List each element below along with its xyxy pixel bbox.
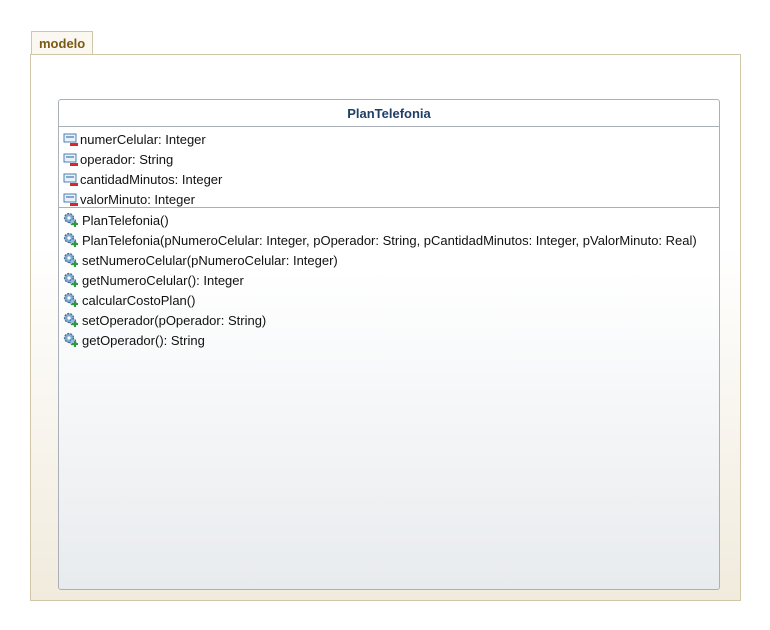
operations-compartment: PlanTelefonia() PlanTelefonia(pNumeroCel… [59, 208, 719, 350]
operation-row[interactable]: PlanTelefonia(pNumeroCelular: Integer, p… [59, 230, 719, 250]
class-box[interactable]: PlanTelefonia numerCelular: Integer oper… [58, 99, 720, 590]
public-operation-icon [63, 312, 78, 327]
attribute-text: numerCelular: Integer [80, 131, 206, 147]
public-operation-icon [63, 292, 78, 307]
class-name: PlanTelefonia [59, 100, 719, 127]
public-operation-icon [63, 272, 78, 287]
operation-text: getOperador(): String [82, 332, 205, 348]
private-attribute-icon [63, 193, 78, 206]
attribute-row[interactable]: numerCelular: Integer [59, 129, 719, 149]
package-name: modelo [39, 36, 86, 51]
public-operation-icon [63, 212, 78, 227]
operation-row[interactable]: getOperador(): String [59, 330, 719, 350]
attributes-compartment: numerCelular: Integer operador: String c… [59, 127, 719, 208]
attribute-row[interactable]: cantidadMinutos: Integer [59, 169, 719, 189]
operation-text: setNumeroCelular(pNumeroCelular: Integer… [82, 252, 338, 268]
public-operation-icon [63, 252, 78, 267]
attribute-text: cantidadMinutos: Integer [80, 171, 223, 187]
operation-text: PlanTelefonia(pNumeroCelular: Integer, p… [82, 232, 697, 248]
operation-row[interactable]: setOperador(pOperador: String) [59, 310, 719, 330]
public-operation-icon [63, 232, 78, 247]
attribute-row[interactable]: operador: String [59, 149, 719, 169]
private-attribute-icon [63, 153, 78, 166]
operation-row[interactable]: PlanTelefonia() [59, 210, 719, 230]
private-attribute-icon [63, 133, 78, 146]
operation-row[interactable]: getNumeroCelular(): Integer [59, 270, 719, 290]
attribute-row[interactable]: valorMinuto: Integer [59, 189, 719, 209]
operation-text: calcularCostoPlan() [82, 292, 196, 308]
operation-text: getNumeroCelular(): Integer [82, 272, 244, 288]
attribute-text: operador: String [80, 151, 174, 167]
package-tab[interactable]: modelo [31, 31, 93, 55]
operation-row[interactable]: setNumeroCelular(pNumeroCelular: Integer… [59, 250, 719, 270]
operation-text: setOperador(pOperador: String) [82, 312, 267, 328]
operation-text: PlanTelefonia() [82, 212, 169, 228]
public-operation-icon [63, 332, 78, 347]
attribute-text: valorMinuto: Integer [80, 191, 195, 207]
private-attribute-icon [63, 173, 78, 186]
operation-row[interactable]: calcularCostoPlan() [59, 290, 719, 310]
